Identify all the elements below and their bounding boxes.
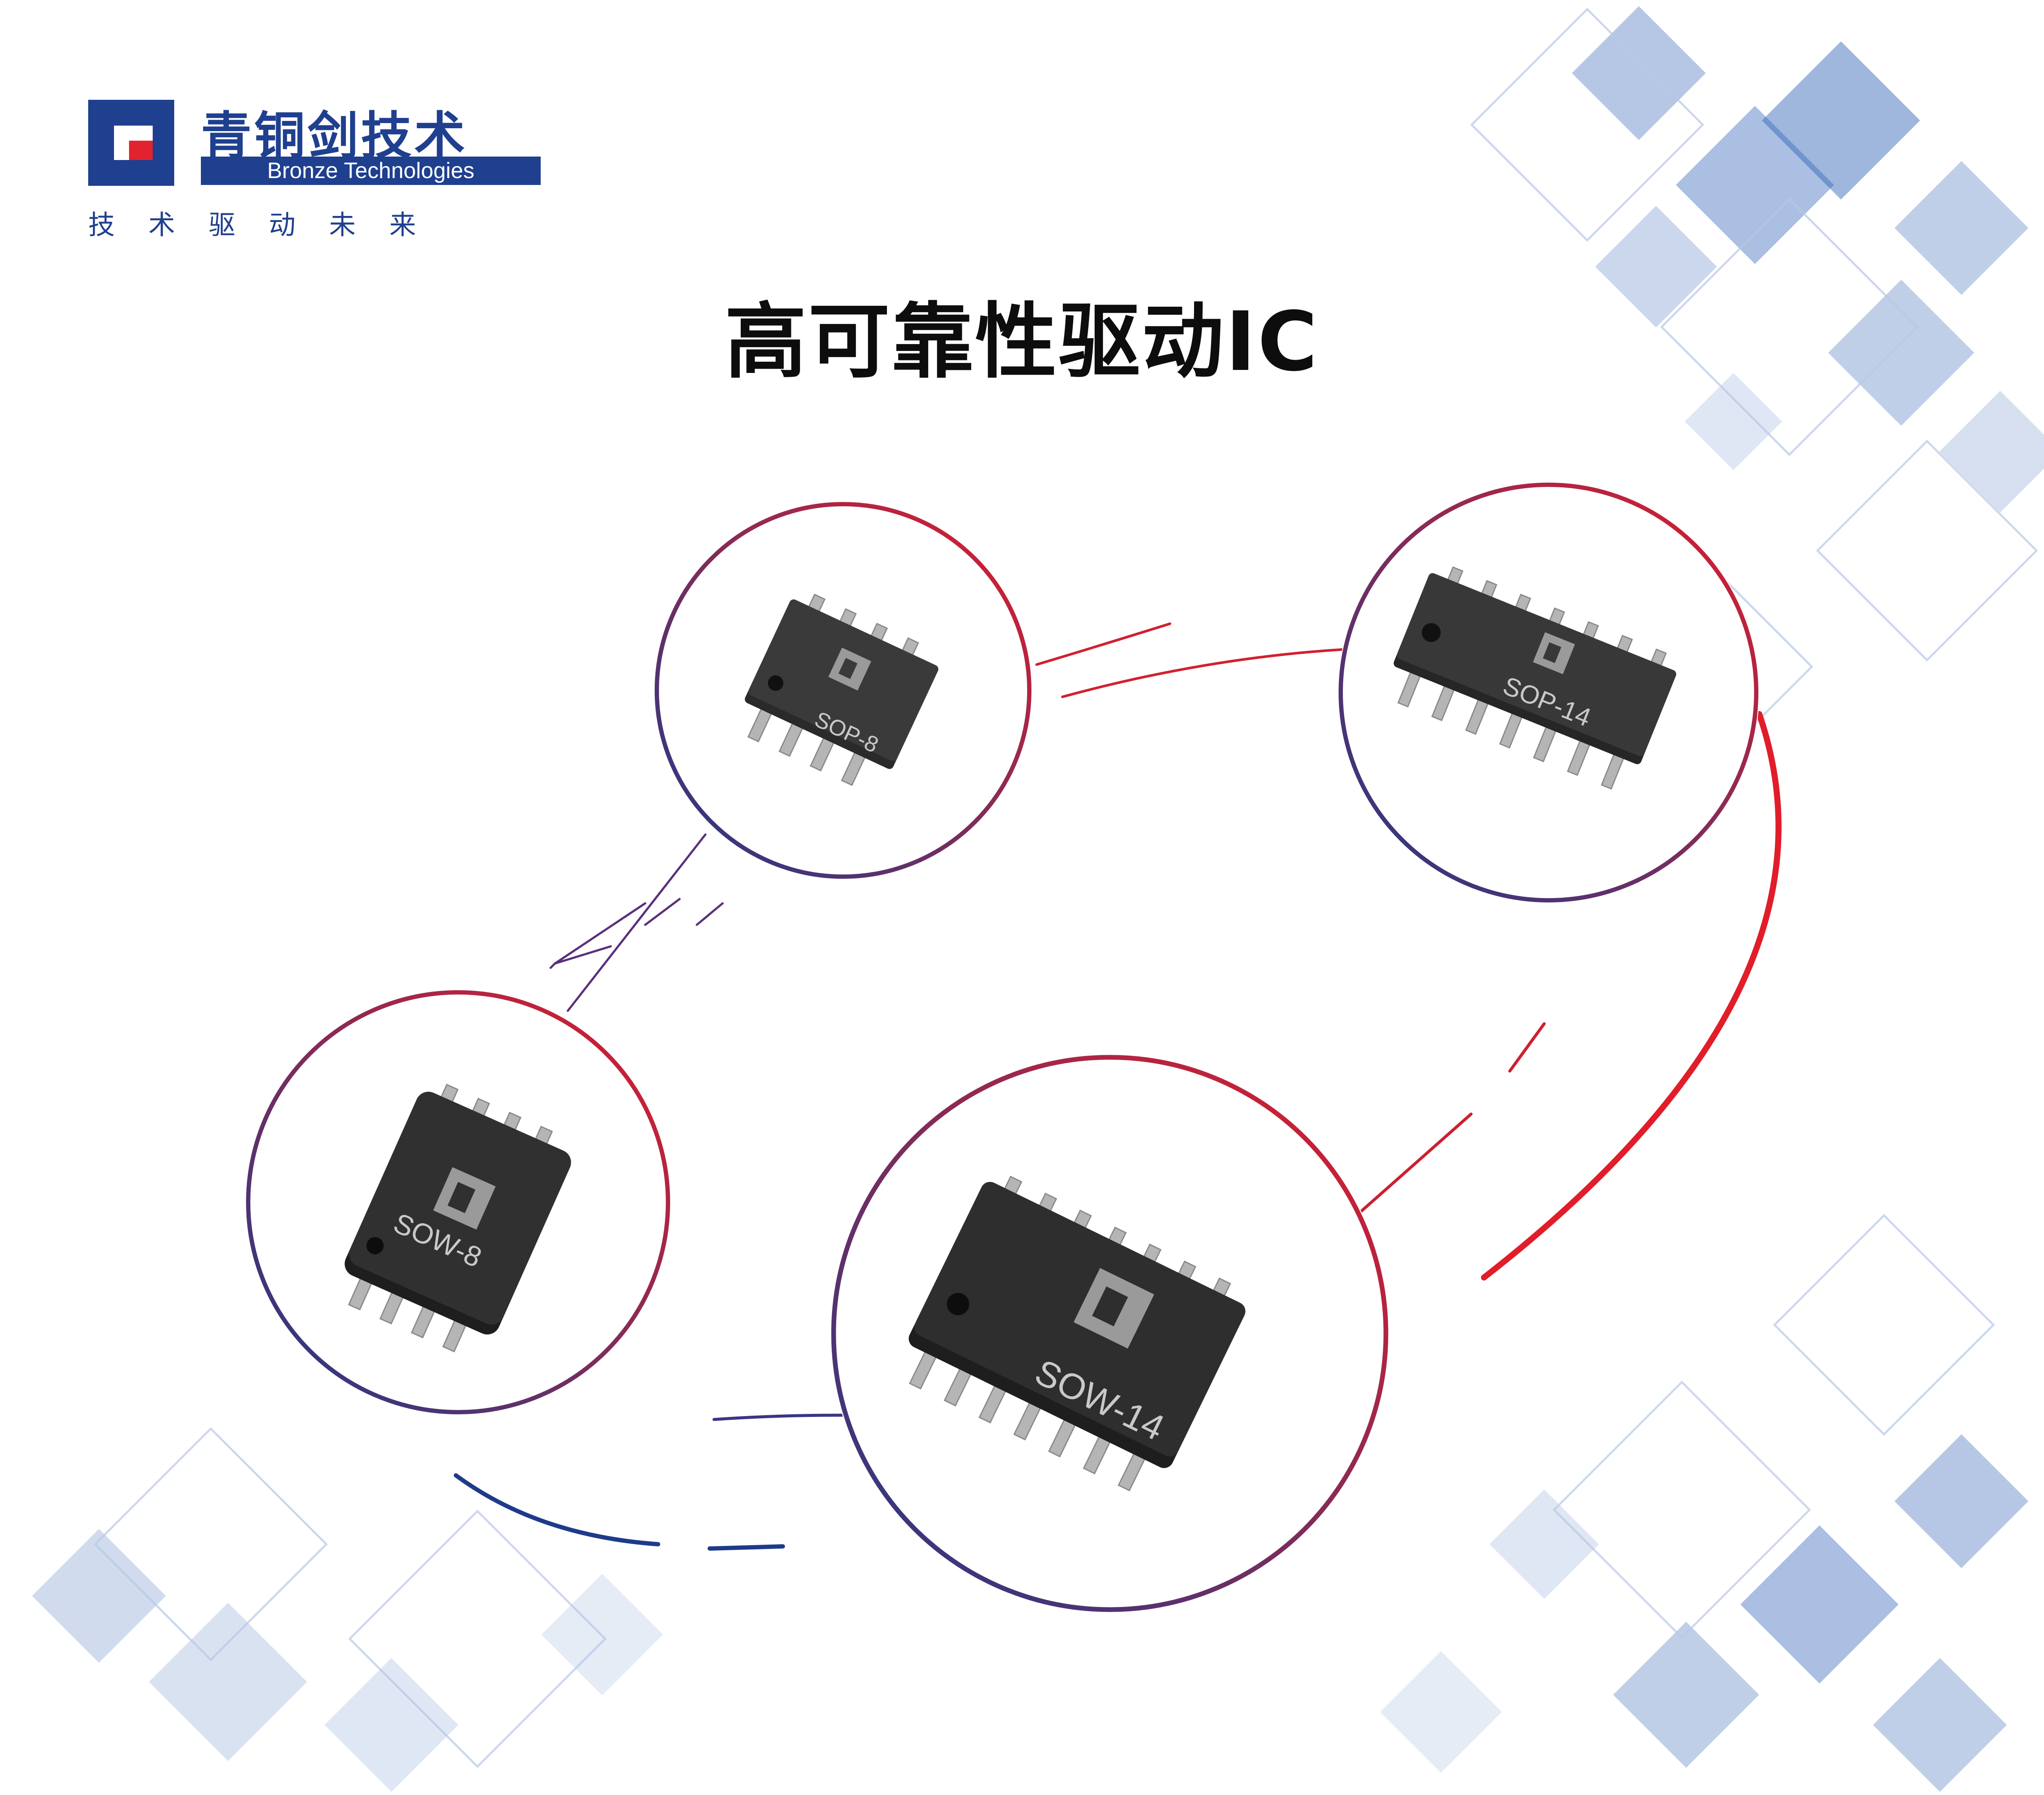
brand-slogan: 技术驱动未来 [88, 209, 450, 240]
page-title: 高可靠性驱动IC [724, 294, 1320, 389]
package-sow8-circle: SOW-8 [245, 989, 671, 1415]
package-sop14-circle: SOP-14 [1338, 482, 1759, 903]
bronze-logo-icon [88, 100, 174, 186]
brand-name-cn: 青铜剑技术 [201, 106, 468, 166]
package-sop8-circle: SOP-8 [654, 501, 1032, 880]
sow8-chip-image: SOW-8 [246, 990, 670, 1414]
brand-logo: 青铜剑技术 Bronze Technologies 技术驱动未来 [88, 100, 541, 242]
package-sow14-circle: SOW-14 [830, 1054, 1389, 1613]
sop8-chip-image: SOP-8 [655, 502, 1031, 879]
sop14-chip-image: SOP-14 [1339, 483, 1758, 902]
brand-name-en: Bronze Technologies [201, 157, 541, 185]
sow14-chip-image: SOW-14 [831, 1055, 1388, 1612]
